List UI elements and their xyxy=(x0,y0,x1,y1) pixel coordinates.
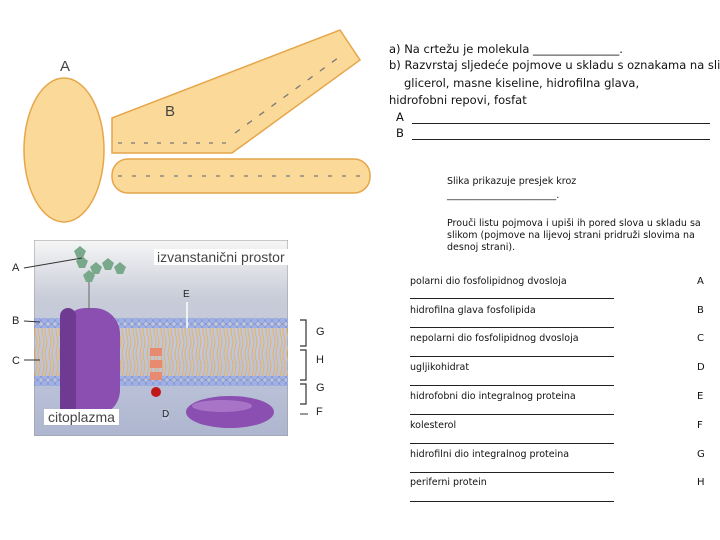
label-b: B xyxy=(165,103,176,120)
inner-label-d: D xyxy=(162,409,170,420)
term-letter: A xyxy=(697,276,704,287)
term-text: nepolarni dio fosfolipidnog dvosloja xyxy=(410,333,579,344)
inner-label-e: E xyxy=(183,289,190,300)
question-b-line1: b) Razvrstaj sljedeće pojmove u skladu s… xyxy=(389,58,720,72)
right-label-g2: G xyxy=(316,382,325,394)
right-brackets xyxy=(300,319,308,415)
answer-a-label: A xyxy=(396,110,404,124)
term-text: periferni protein xyxy=(410,477,487,488)
peripheral-protein-highlight xyxy=(192,400,252,412)
term-answer-line[interactable] xyxy=(410,385,614,386)
cholesterol-ring-3 xyxy=(150,372,162,380)
caption-line1: Slika prikazuje presjek kroz xyxy=(447,176,577,187)
outer-heads-row xyxy=(34,318,288,328)
cholesterol-ring-2 xyxy=(150,360,162,368)
term-answer-line[interactable] xyxy=(410,298,614,299)
term-letter: G xyxy=(697,449,705,460)
dashed-line-upper-diag xyxy=(234,54,343,134)
phospholipid-svg xyxy=(23,29,371,223)
carbohydrate-1 xyxy=(83,270,95,282)
polar-head xyxy=(23,77,105,223)
term-text: hidrofobni dio integralnog proteina xyxy=(410,391,576,402)
term-answer-line[interactable] xyxy=(410,472,614,473)
phospholipid-diagram xyxy=(0,0,380,240)
term-answer-line[interactable] xyxy=(410,356,614,357)
term-letter: C xyxy=(697,333,704,344)
question-b-line3: hidrofobni repovi, fosfat xyxy=(389,93,527,107)
right-label-f: F xyxy=(316,406,323,418)
upper-fatty-acid-tail xyxy=(111,29,362,154)
answer-b-line[interactable] xyxy=(412,139,710,140)
inner-heads-row xyxy=(34,376,288,386)
carbohydrate-3 xyxy=(90,262,102,274)
left-label-b: B xyxy=(12,315,20,327)
right-label-g1: G xyxy=(316,326,325,338)
term-letter: H xyxy=(697,477,705,488)
answer-a-line[interactable] xyxy=(412,123,710,124)
lower-fatty-acid-tail xyxy=(111,158,371,194)
term-text: kolesterol xyxy=(410,420,457,431)
left-label-a: A xyxy=(12,262,20,274)
carbohydrate-5 xyxy=(114,262,126,274)
instructions: Prouči listu pojmova i upiši ih pored sl… xyxy=(447,218,701,253)
term-text: hidrofilni dio integralnog proteina xyxy=(410,449,570,460)
term-answer-line[interactable] xyxy=(410,443,614,444)
left-pointers xyxy=(23,257,83,361)
integral-protein-shade xyxy=(60,308,76,416)
term-text: ugljikohidrat xyxy=(410,362,470,373)
term-answer-line[interactable] xyxy=(410,501,614,502)
carbohydrate-4 xyxy=(102,258,114,270)
term-answer-line[interactable] xyxy=(410,414,614,415)
cholesterol-ring-1 xyxy=(150,348,162,356)
extracellular-label: izvanstanični prostor xyxy=(154,249,288,265)
cholesterol-ball xyxy=(151,387,161,397)
caption-line2: _______________________. xyxy=(447,190,560,201)
term-letter: D xyxy=(697,362,705,373)
term-letter: B xyxy=(697,305,704,316)
term-letter: E xyxy=(697,391,704,402)
right-label-h: H xyxy=(316,354,324,366)
question-a: a) Na crtežu je molekula _______________… xyxy=(389,42,623,56)
carbohydrate-6 xyxy=(74,246,86,258)
cytoplasm-label: citoplazma xyxy=(44,409,119,425)
term-text: hidrofilna glava fosfolipida xyxy=(410,305,536,316)
term-letter: F xyxy=(697,420,703,431)
term-text: polarni dio fosfolipidnog dvosloja xyxy=(410,276,567,287)
question-b-line2: glicerol, masne kiseline, hidrofilna gla… xyxy=(404,76,640,90)
term-answer-line[interactable] xyxy=(410,327,614,328)
label-a: A xyxy=(60,58,71,75)
answer-b-label: B xyxy=(396,126,404,140)
left-label-c: C xyxy=(12,355,20,367)
